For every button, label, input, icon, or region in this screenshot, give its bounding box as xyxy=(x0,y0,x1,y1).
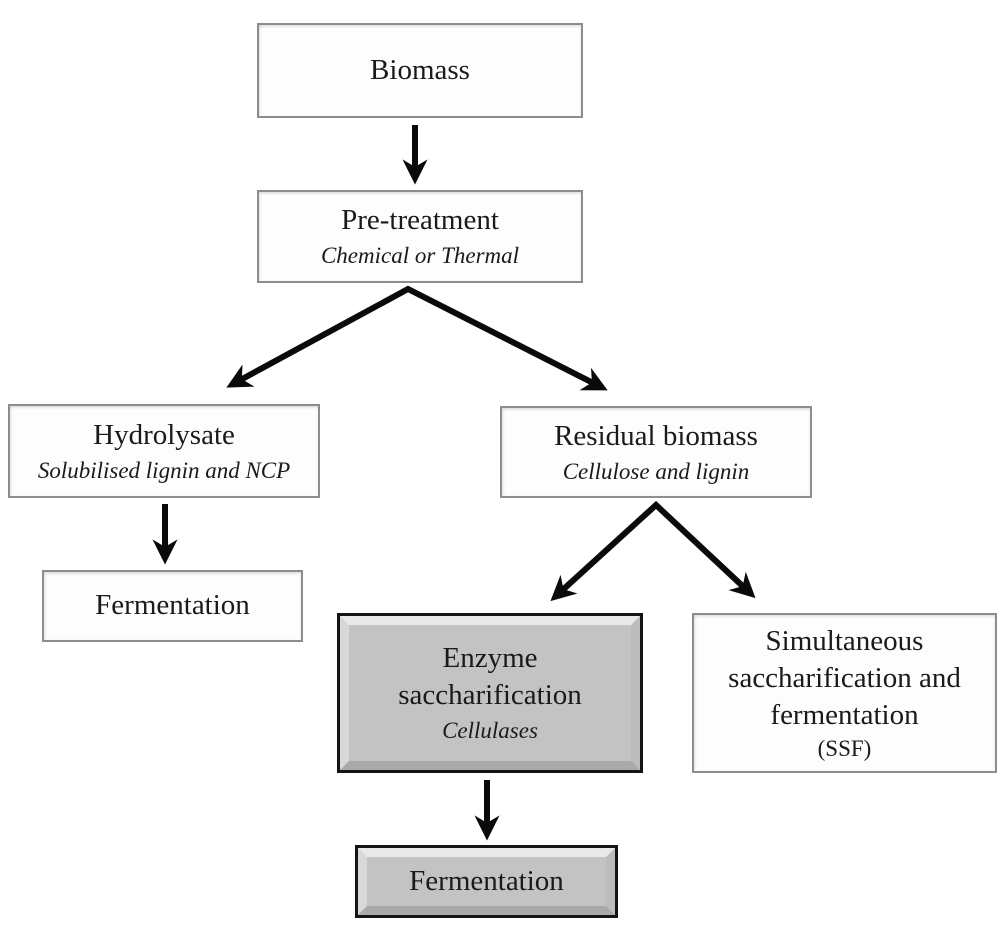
node-content: Residual biomass Cellulose and lignin xyxy=(554,418,758,487)
node-pretreatment: Pre-treatment Chemical or Thermal xyxy=(257,190,583,283)
node-label: Simultaneous saccharification and fermen… xyxy=(728,624,961,731)
node-subtitle: Cellulose and lignin xyxy=(562,458,750,484)
node-ssf: Simultaneous saccharification and fermen… xyxy=(692,613,997,773)
node-label: Fermentation xyxy=(95,589,250,622)
node-content: Pre-treatment Chemical or Thermal xyxy=(321,202,519,271)
node-label: Biomass xyxy=(370,53,470,86)
node-fermentation-left: Fermentation xyxy=(42,570,303,642)
node-hydrolysate: Hydrolysate Solubilised lignin and NCP xyxy=(8,404,320,498)
node-content: Hydrolysate Solubilised lignin and NCP xyxy=(38,417,290,486)
node-label: Fermentation xyxy=(409,864,564,897)
node-biomass: Biomass xyxy=(257,23,583,118)
node-content: Enzyme saccharification Cellulases xyxy=(383,640,598,746)
node-residual-biomass: Residual biomass Cellulose and lignin xyxy=(500,406,812,498)
node-subtitle: (SSF) xyxy=(817,735,872,761)
node-fermentation-bottom: Fermentation xyxy=(355,845,618,918)
node-content: Biomass xyxy=(370,52,470,89)
node-content: Simultaneous saccharification and fermen… xyxy=(694,623,995,764)
arrow-pretreatment-to-hydrolysate-and-residual xyxy=(226,285,608,391)
node-subtitle: Chemical or Thermal xyxy=(320,243,520,269)
node-label: Pre-treatment xyxy=(341,204,499,237)
node-subtitle: Solubilised lignin and NCP xyxy=(37,457,291,483)
node-content: Fermentation xyxy=(95,587,250,624)
node-label: Hydrolysate xyxy=(93,418,235,451)
node-enzyme-saccharification: Enzyme saccharification Cellulases xyxy=(337,613,643,773)
node-label: Enzyme saccharification xyxy=(398,642,582,712)
node-content: Fermentation xyxy=(409,863,564,900)
arrow-residual-to-enzyme-and-ssf xyxy=(550,500,756,602)
node-subtitle: Cellulases xyxy=(442,718,538,744)
node-label: Residual biomass xyxy=(554,419,758,452)
